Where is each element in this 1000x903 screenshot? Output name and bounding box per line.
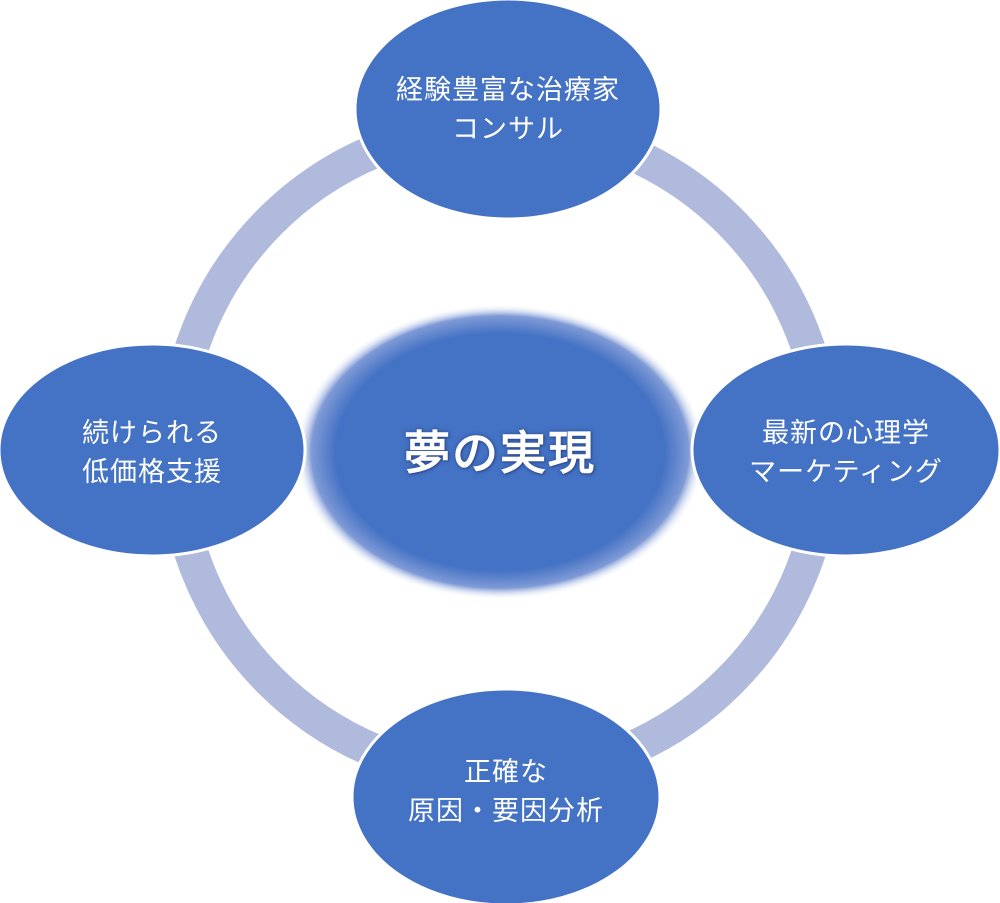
node-right-label: 最新の心理学 マーケティング [696, 413, 996, 493]
node-right-line-1: 最新の心理学 [762, 418, 930, 449]
node-ellipse-right [690, 342, 1000, 558]
center-ellipse [295, 304, 705, 600]
node-top-label: 経験豊富な治療家 コンサル [358, 70, 658, 150]
center-label: 夢の実現 [404, 426, 596, 480]
node-bottom-line-2: 原因・要因分析 [408, 796, 604, 827]
node-bottom-label: 正確な 原因・要因分析 [356, 752, 656, 832]
node-left-line-1: 続けられる [82, 418, 222, 449]
node-ellipse-top [353, 0, 663, 221]
node-ellipse-bottom [350, 687, 662, 903]
node-ellipse-left [0, 342, 307, 558]
node-left-line-2: 低価格支援 [82, 457, 222, 488]
node-left-label: 続けられる 低価格支援 [2, 413, 302, 493]
node-right-line-2: マーケティング [749, 457, 943, 488]
node-top-line-1: 経験豊富な治療家 [396, 75, 620, 106]
node-top-line-2: コンサル [452, 114, 564, 145]
node-bottom-line-1: 正確な [464, 757, 548, 788]
